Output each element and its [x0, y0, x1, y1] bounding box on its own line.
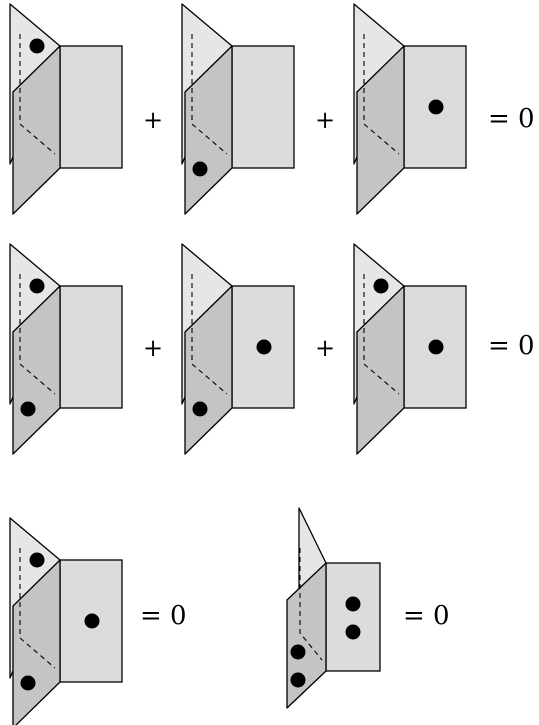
dot-right-top: [345, 596, 361, 612]
right-sheet: [59, 45, 123, 169]
right-sheet: [231, 45, 295, 169]
hidden-edge: [19, 548, 56, 669]
dot-right-middle: [428, 339, 444, 355]
equals-zero-r1: = 0: [488, 104, 535, 134]
row-2: [9, 243, 467, 455]
dot-front-bottom: [20, 401, 36, 417]
equals-zero-r3-2: = 0: [403, 601, 450, 631]
figure-r2-1: [9, 243, 123, 455]
plus-sign-r2-1: +: [143, 334, 164, 362]
dot-front-bottom: [290, 672, 306, 688]
dot-front-bottom: [192, 401, 208, 417]
right-sheet: [325, 562, 381, 672]
plus-sign-r1-2: +: [315, 106, 336, 134]
figure-r1-1: [9, 3, 123, 215]
dot-right-middle: [256, 339, 272, 355]
figure-r2-2: [181, 243, 295, 455]
hidden-edge: [363, 274, 400, 395]
front-sheet: [356, 45, 405, 215]
dot-front-bottom: [20, 675, 36, 691]
hidden-edge: [19, 34, 56, 155]
dot-back-top: [29, 38, 45, 54]
dot-back-top: [373, 278, 389, 294]
front-sheet: [12, 45, 61, 215]
equals-zero-r3-1: = 0: [140, 601, 187, 631]
hidden-edge: [191, 274, 228, 395]
figure-r1-3: [353, 3, 467, 215]
figure-r3-2: [286, 507, 381, 709]
dot-back-top: [29, 552, 45, 568]
dot-front-top: [290, 644, 306, 660]
dot-right-bottom: [345, 624, 361, 640]
right-sheet: [59, 285, 123, 409]
dot-back-top: [29, 278, 45, 294]
equals-zero-r2: = 0: [488, 331, 535, 361]
hidden-edge: [299, 548, 323, 661]
hidden-edge: [191, 34, 228, 155]
hidden-edge: [19, 274, 56, 395]
row-1: [9, 3, 467, 215]
plus-sign-r2-2: +: [315, 334, 336, 362]
hidden-edge: [363, 34, 400, 155]
plus-sign-r1-1: +: [143, 106, 164, 134]
figure-r2-3: [353, 243, 467, 455]
dot-right-middle: [428, 99, 444, 115]
dot-front-bottom: [192, 161, 208, 177]
row-3: [9, 507, 381, 725]
front-sheet: [356, 285, 405, 455]
dot-right-middle: [84, 613, 100, 629]
figure-r3-1: [9, 517, 123, 725]
figure-r1-2: [181, 3, 295, 215]
front-sheet: [286, 562, 327, 709]
